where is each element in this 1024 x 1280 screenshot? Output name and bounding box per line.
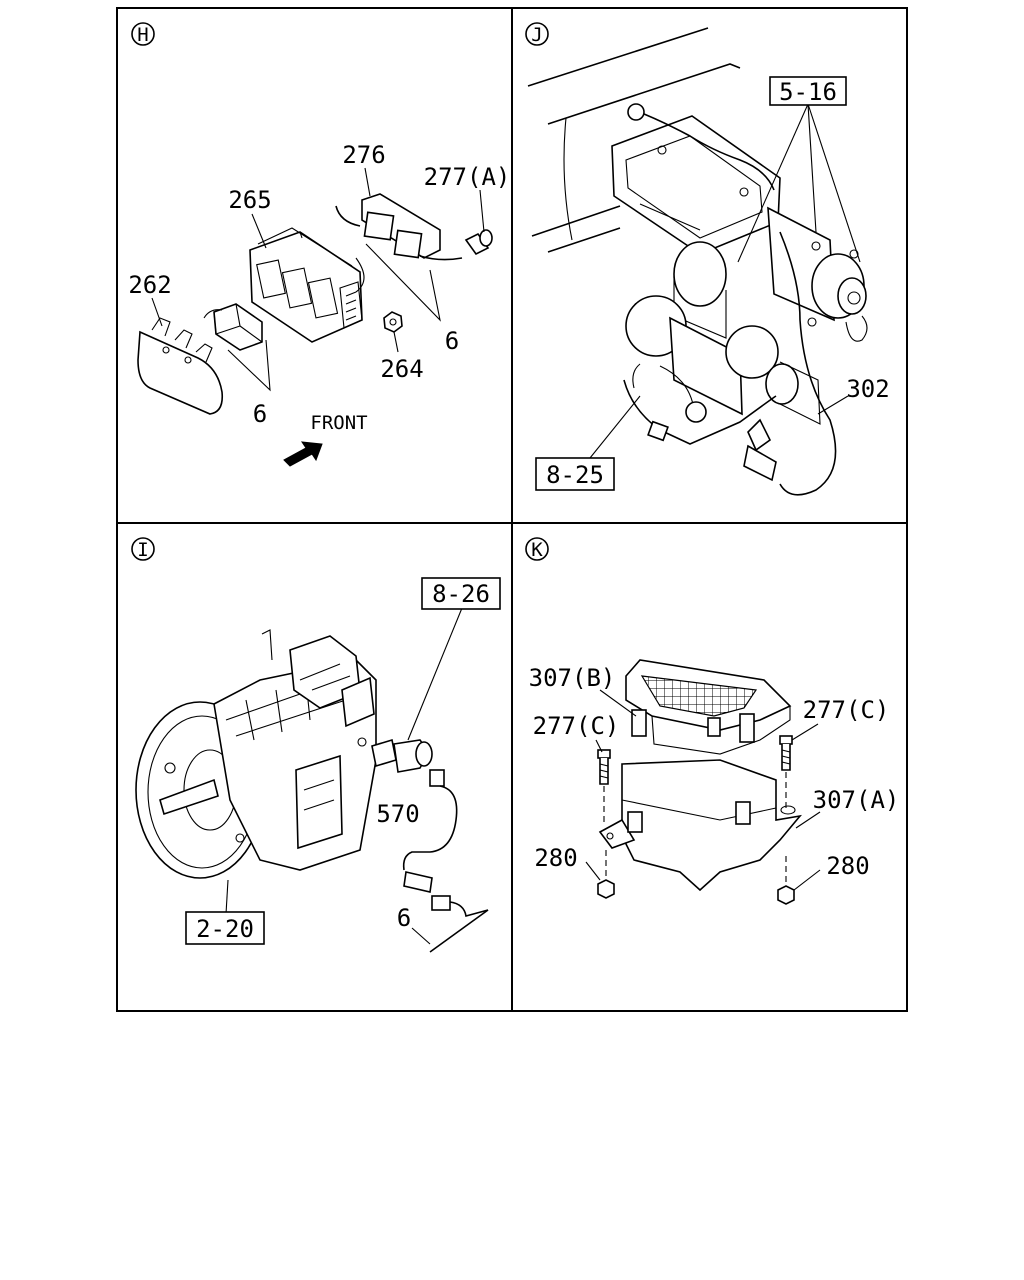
label-280-right: 280: [826, 852, 869, 880]
label-264: 264: [380, 355, 423, 383]
ref-8-26: 8-26: [432, 580, 490, 608]
panel-j: J: [525, 22, 890, 496]
ref-2-20: 2-20: [196, 915, 254, 943]
leader-lines-k: [585, 689, 821, 891]
part-6-clip-left: [203, 303, 263, 351]
part-307a-tray: [598, 759, 802, 892]
label-6-left: 6: [253, 400, 267, 428]
label-265: 265: [228, 186, 271, 214]
diagram-frame: [116, 7, 908, 1012]
valve-body: [767, 206, 868, 342]
label-262: 262: [128, 271, 171, 299]
part-277a-bolt: [464, 229, 493, 256]
label-570: 570: [376, 800, 419, 828]
frame-rail: [527, 27, 741, 253]
part-264-nut: [383, 311, 403, 333]
panel-h: H: [128, 22, 511, 467]
actuator-assembly: [625, 241, 821, 425]
label-277c-right: 277(C): [803, 696, 890, 724]
label-front: FRONT: [310, 412, 367, 434]
panel-marker-k: K: [531, 539, 543, 561]
label-6-right: 6: [445, 327, 459, 355]
label-276: 276: [342, 141, 385, 169]
label-6: 6: [397, 904, 411, 932]
part-265-connector: [249, 227, 363, 343]
label-280-left: 280: [534, 844, 577, 872]
ref-box-8-26: [421, 577, 501, 610]
part-262-bracket: [137, 317, 224, 415]
ref-5-16: 5-16: [779, 78, 837, 106]
part-307b-cover: [625, 659, 792, 755]
ref-box-5-16: [769, 76, 847, 106]
panel-k: K: [525, 537, 900, 905]
part-280-nut-left: [597, 850, 615, 899]
mounting-bracket: [611, 115, 781, 255]
transmission-assembly: [135, 629, 377, 879]
leader-lines-i: [225, 607, 463, 945]
part-280-nut-right: [777, 856, 795, 905]
label-307b: 307(B): [529, 664, 616, 692]
ref-box-8-25: [535, 457, 615, 491]
leader-lines-h: [151, 167, 485, 392]
label-307a: 307(A): [813, 786, 900, 814]
panel-marker-h: H: [137, 24, 148, 46]
harness-570: [402, 785, 489, 953]
label-277c-left: 277(C): [533, 712, 620, 740]
panel-marker-circle: [131, 22, 155, 46]
panel-marker-j: J: [531, 24, 542, 46]
wiring-harness: [623, 103, 837, 496]
label-302: 302: [846, 375, 889, 403]
part-277c-bolt-left: [597, 749, 611, 826]
ref-8-25: 8-25: [546, 461, 604, 489]
ref-box-2-20: [185, 911, 265, 945]
front-arrow-icon: [283, 441, 323, 467]
panel-marker-i: I: [137, 539, 148, 561]
part-277c-bolt-right: [779, 735, 793, 808]
panel-i: I: [131, 537, 501, 953]
label-277a: 277(A): [424, 163, 511, 191]
speed-sensor: [371, 738, 445, 787]
leader-lines-j: [589, 103, 861, 459]
part-276-bracket: [335, 193, 463, 293]
